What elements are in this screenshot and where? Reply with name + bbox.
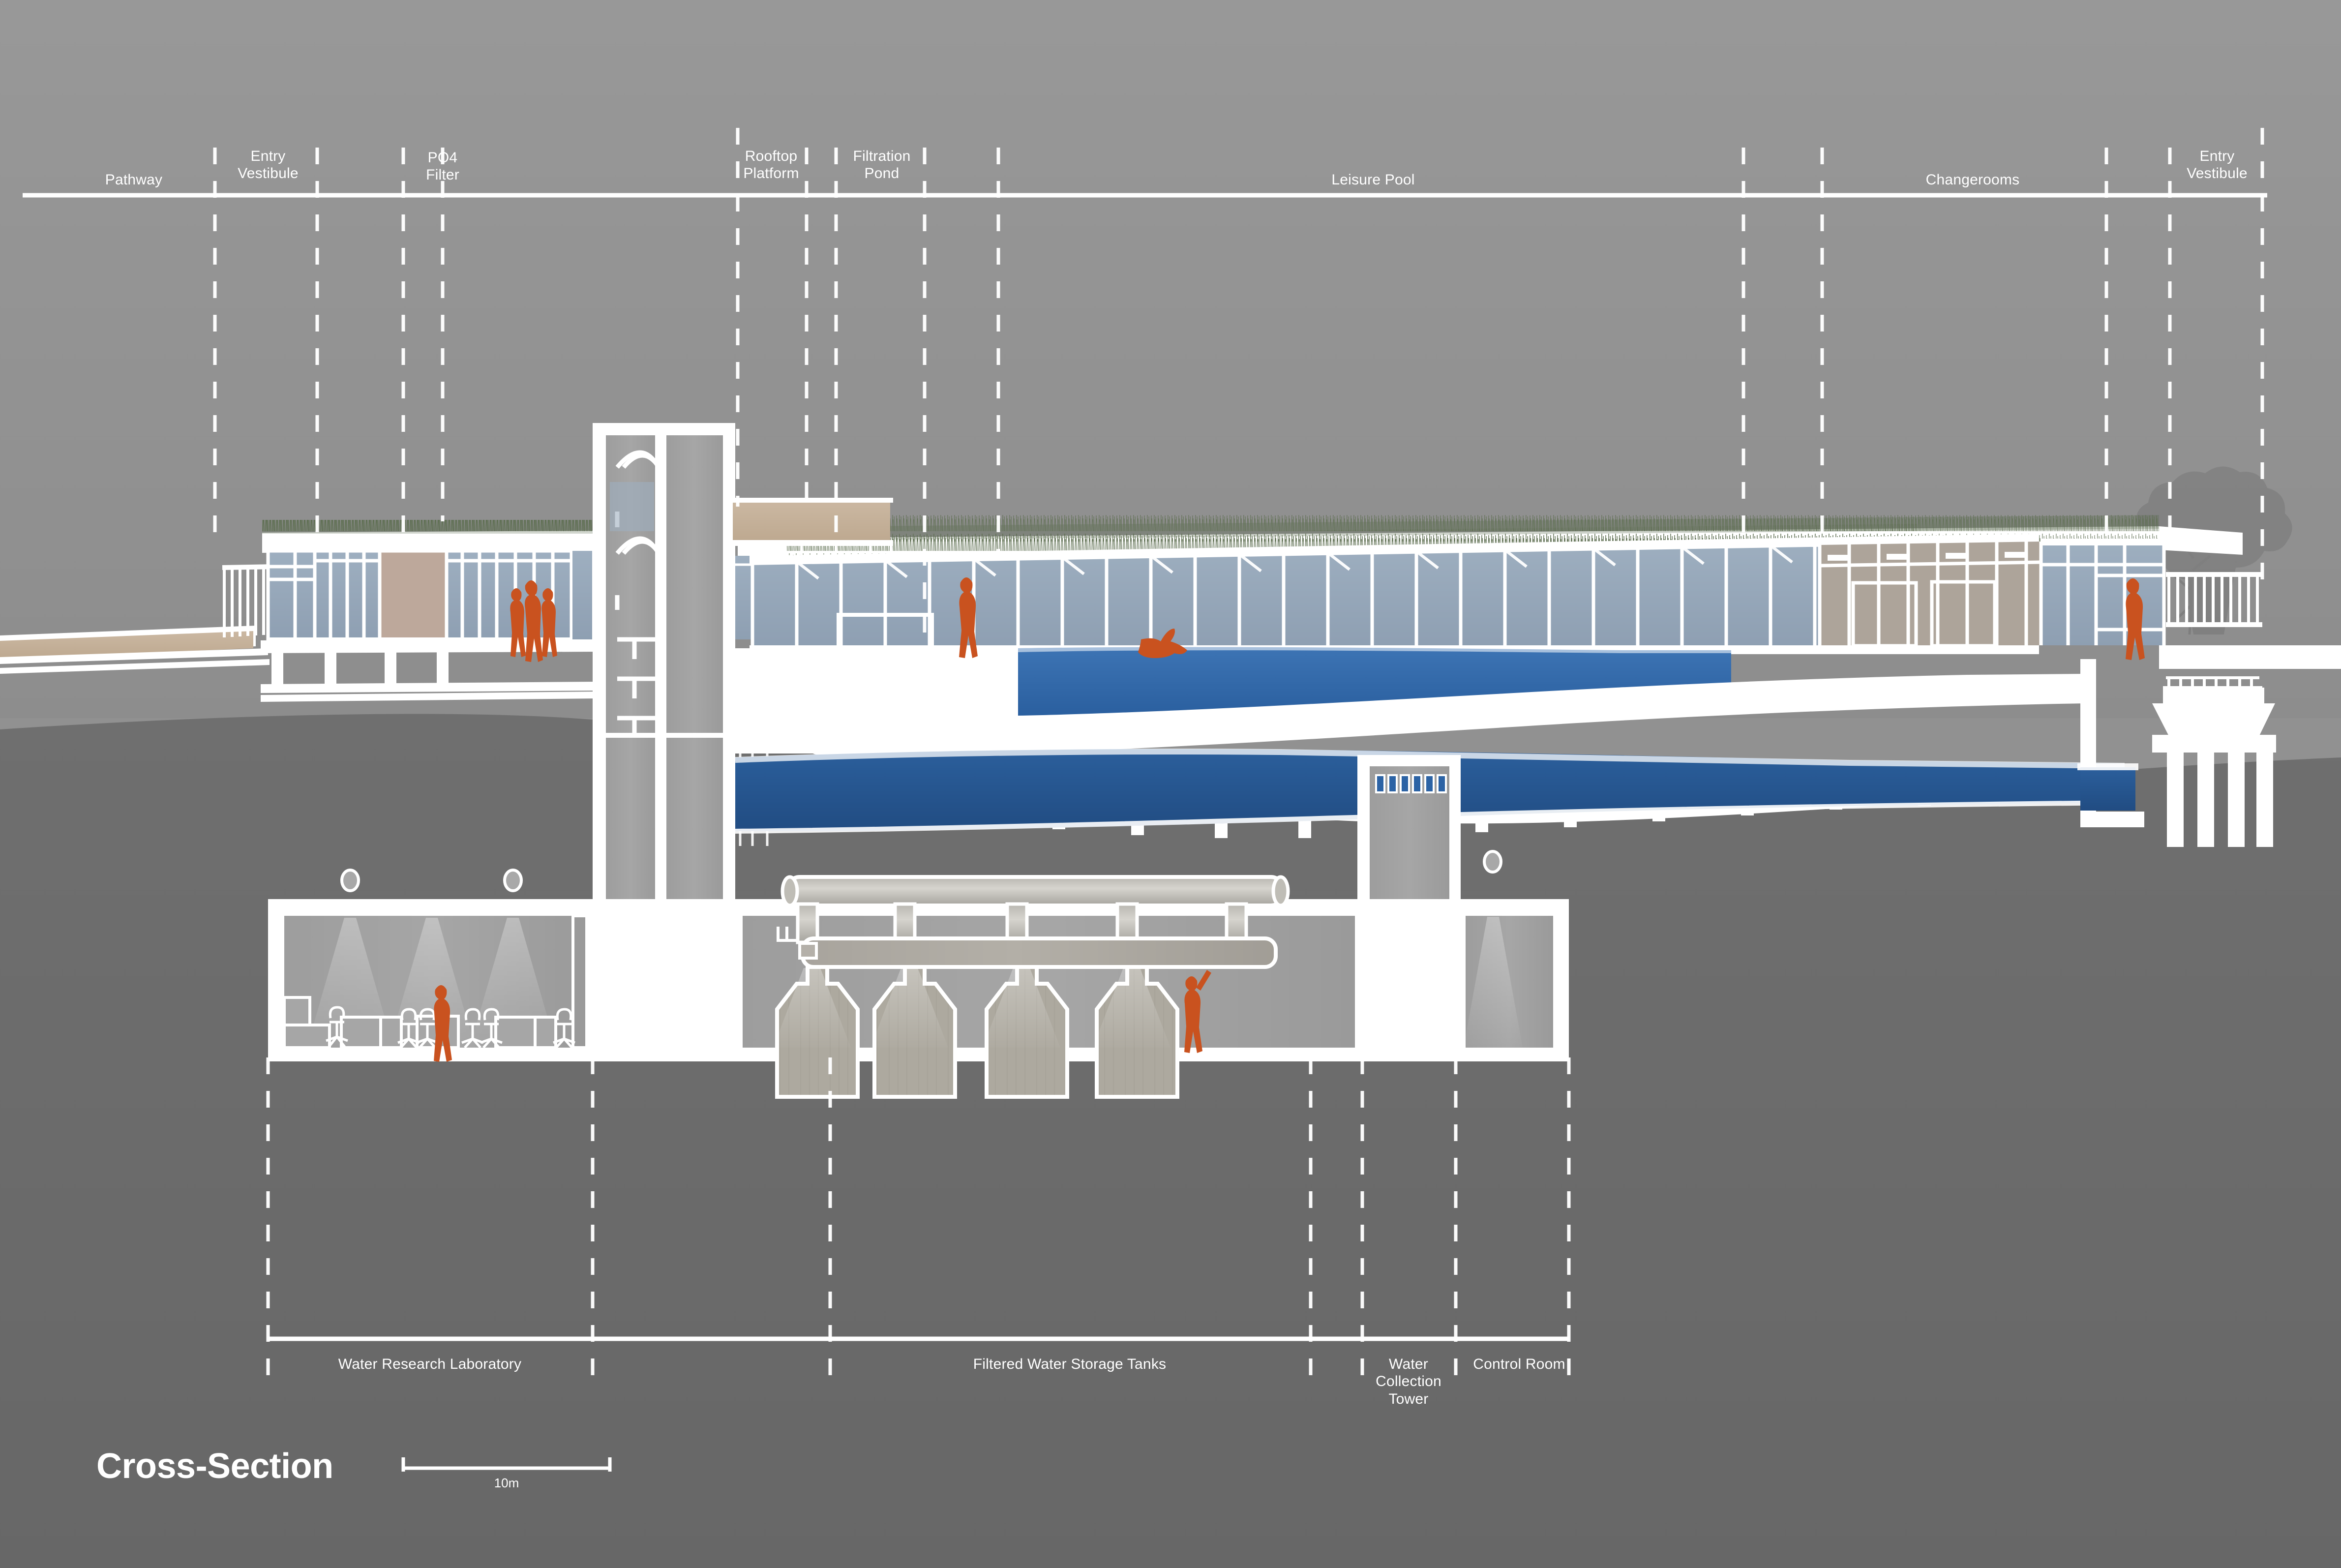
- page-title: Cross-Section: [96, 1447, 333, 1486]
- laboratory-furniture: [283, 914, 588, 1049]
- ground-mass: [0, 714, 2341, 1568]
- control-room-lighting: [1464, 850, 1523, 1048]
- entry-door-panel: [380, 552, 447, 639]
- laboratory-stools: [326, 1006, 575, 1049]
- figure-lab: [434, 985, 452, 1062]
- right-basin-water: [2080, 767, 2135, 811]
- tower-intake-louvres: [1375, 774, 1447, 793]
- scale-bar: [401, 1457, 612, 1472]
- figure-child-left: [510, 588, 526, 657]
- changeroom-ceiling-lights: [1828, 552, 2025, 561]
- tank-supply-pipe-manifold: [777, 875, 1290, 969]
- figure-tanks-arm: [1196, 970, 1211, 991]
- site-pathway-left: [0, 626, 270, 674]
- right-entry-structure: [2077, 645, 2341, 847]
- roof-slab-far-right: [2159, 526, 2243, 555]
- balustrade-railing-right: [2166, 572, 2262, 627]
- figure-child-left-2: [541, 588, 557, 657]
- figure-swimmer: [1138, 629, 1187, 658]
- figure-adult-left: [525, 580, 543, 662]
- laboratory-lighting: [307, 869, 556, 1048]
- figure-tanks: [1184, 976, 1202, 1053]
- entry-piers: [2167, 753, 2273, 847]
- core-flank-glazing: [572, 551, 752, 639]
- figure-right-vestibule: [2126, 578, 2145, 660]
- scale-bar-label: 10m: [494, 1476, 519, 1490]
- top-grid-lines: [213, 128, 2264, 654]
- figure-poolside: [959, 577, 978, 658]
- filtered-water-storage-tanks: [773, 965, 1179, 1099]
- human-scale-figures: [434, 577, 2145, 1062]
- roof-slab: [262, 531, 595, 553]
- changerooms: [1818, 542, 2041, 648]
- glass-facade-right-vestibule: [2039, 539, 2166, 645]
